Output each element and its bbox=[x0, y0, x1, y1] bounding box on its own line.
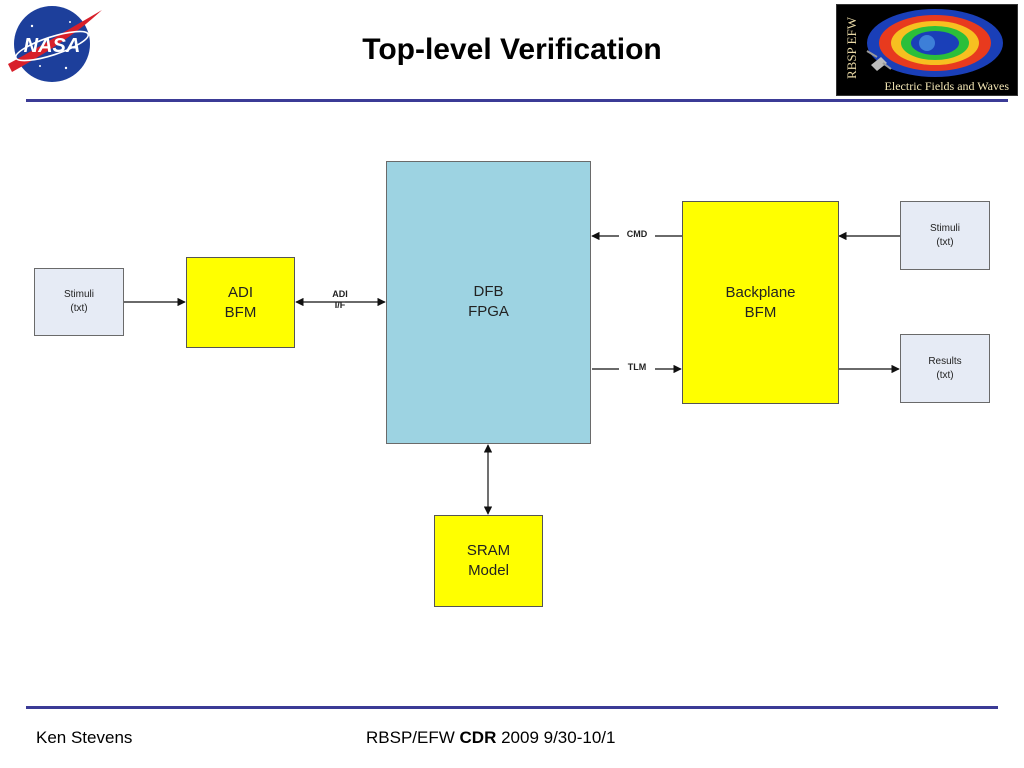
footer-event: RBSP/EFW CDR 2009 9/30-10/1 bbox=[366, 728, 615, 748]
adi-bfm-label-1: ADI bbox=[227, 283, 253, 301]
svg-text:NASA: NASA bbox=[24, 35, 81, 57]
stimuli-right-box: Stimuli (txt) bbox=[900, 201, 990, 270]
radiation-belts-icon bbox=[866, 9, 1003, 77]
results-box: Results (txt) bbox=[900, 334, 990, 403]
results-label: Results bbox=[928, 355, 962, 367]
adi-if-label-2: I/F bbox=[334, 300, 346, 310]
stimuli-right-format: (txt) bbox=[936, 236, 954, 248]
dfb-fpga-label-2: FPGA bbox=[468, 303, 509, 320]
adi-bfm-label-2: BFM bbox=[224, 303, 257, 321]
footer-author: Ken Stevens bbox=[36, 728, 133, 747]
tlm-label: TLM bbox=[619, 362, 655, 373]
sram-model-box: SRAM Model bbox=[434, 515, 543, 607]
stimuli-left-format: (txt) bbox=[70, 303, 88, 314]
results-format: (txt) bbox=[936, 369, 954, 381]
footer-event-suffix: 2009 9/30-10/1 bbox=[496, 728, 616, 747]
rbsp-efw-caption: Electric Fields and Waves bbox=[884, 79, 1009, 93]
nasa-logo-icon: NASA bbox=[8, 6, 102, 82]
adi-if-label: ADI I/F bbox=[322, 289, 358, 311]
page-title: Top-level Verification bbox=[362, 33, 662, 66]
dfb-fpga-box: DFB FPGA bbox=[386, 161, 591, 444]
rbsp-efw-logo: RBSP EFW Electric Fields and Waves bbox=[836, 4, 1018, 96]
backplane-bfm-box: Backplane BFM bbox=[682, 201, 839, 404]
footer-event-prefix: RBSP/EFW bbox=[366, 728, 460, 747]
backplane-bfm-label-2: BFM bbox=[744, 303, 777, 321]
header-divider bbox=[26, 99, 1008, 102]
dfb-fpga-label-1: DFB bbox=[473, 283, 504, 300]
sram-model-label-2: Model bbox=[468, 562, 509, 579]
adi-bfm-box: ADI BFM bbox=[186, 257, 295, 348]
stimuli-left-box: Stimuli (txt) bbox=[34, 268, 124, 336]
backplane-bfm-label-1: Backplane bbox=[725, 283, 796, 301]
cmd-label: CMD bbox=[619, 229, 655, 240]
stimuli-right-label: Stimuli bbox=[929, 222, 960, 234]
sram-model-label-1: SRAM bbox=[466, 542, 511, 559]
stimuli-left-label: Stimuli bbox=[63, 289, 94, 300]
footer-divider bbox=[26, 706, 998, 709]
adi-if-label-1: ADI bbox=[332, 289, 348, 299]
footer-event-bold: CDR bbox=[459, 728, 497, 747]
